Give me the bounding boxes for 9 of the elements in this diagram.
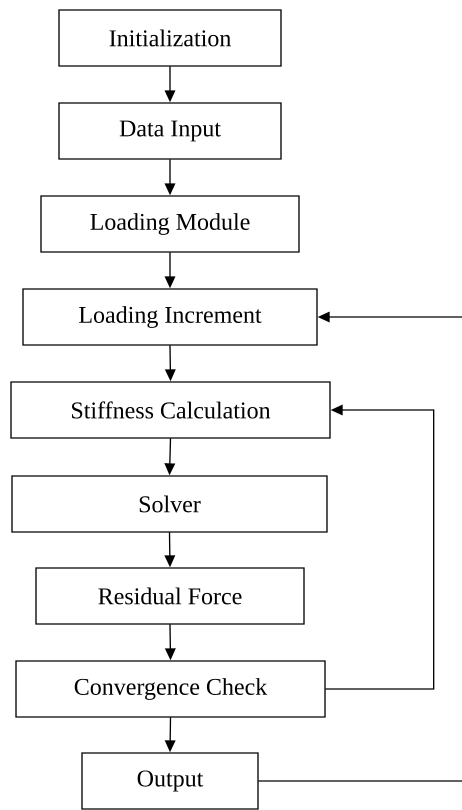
process-box: Stiffness Calculation — [10, 381, 331, 439]
process-box: Output — [81, 752, 259, 810]
process-box: Data Input — [58, 102, 282, 160]
process-box: Convergence Check — [15, 660, 326, 718]
process-box: Residual Force — [35, 567, 305, 625]
process-box: Loading Increment — [22, 288, 318, 346]
process-box: Loading Module — [40, 195, 300, 253]
process-box: Solver — [11, 475, 328, 533]
process-box: Initialization — [58, 9, 282, 67]
